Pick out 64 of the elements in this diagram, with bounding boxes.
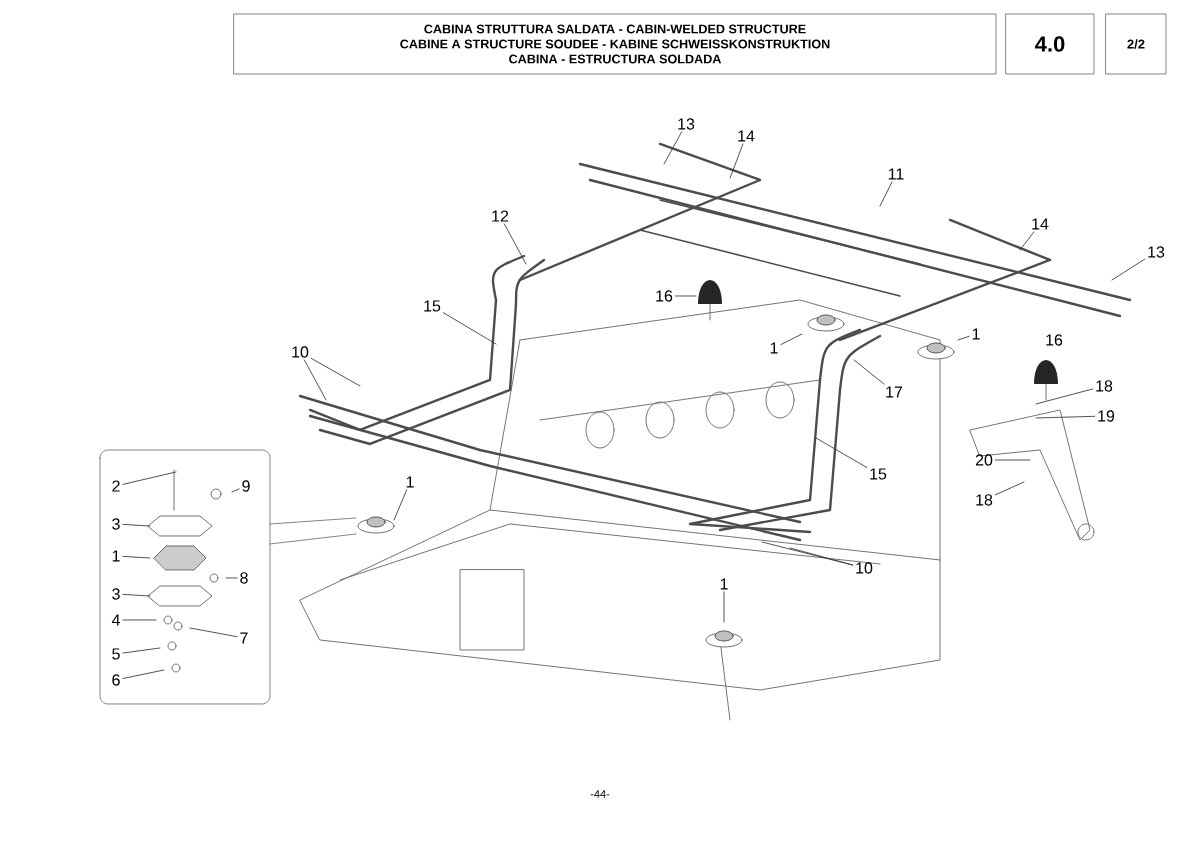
leader-line	[1019, 231, 1035, 251]
callout-number: 19	[1098, 410, 1115, 422]
leader-line	[1035, 415, 1096, 419]
callout-number: 14	[1032, 218, 1049, 230]
leader-line	[393, 489, 408, 521]
leader-line	[663, 131, 683, 165]
callout-number: 15	[870, 468, 887, 480]
callout-number: 1	[406, 476, 414, 488]
leader-line	[853, 359, 885, 385]
callout-number: 10	[292, 346, 309, 358]
leader-line	[310, 357, 361, 387]
callout-number: 18	[976, 494, 993, 506]
leader-line	[225, 577, 238, 579]
leader-line	[231, 488, 240, 493]
callout-number: 1	[972, 328, 980, 340]
leader-line	[503, 223, 527, 265]
callout-number: 16	[1046, 334, 1063, 346]
callout-number: 10	[856, 562, 873, 574]
callout-number: 12	[492, 210, 509, 222]
callout-number: 1	[720, 578, 728, 590]
leader-line	[1111, 258, 1146, 281]
leader-line	[442, 312, 497, 345]
callout-number: 6	[112, 674, 120, 686]
leader-line	[1035, 388, 1094, 405]
callout-number: 8	[240, 572, 248, 584]
leader-line	[815, 437, 868, 468]
callout-number: 20	[975, 454, 993, 466]
callout-number: 1	[770, 342, 778, 354]
leader-line	[761, 541, 854, 566]
leader-line	[674, 295, 697, 297]
callout-number: 2	[112, 480, 120, 492]
leader-line	[122, 669, 165, 679]
callout-number: 18	[1096, 380, 1113, 392]
callout-number: 3	[112, 588, 120, 600]
leader-line	[994, 459, 1031, 461]
leader-line	[122, 619, 157, 621]
leader-line	[723, 591, 725, 623]
callout-number: 17	[886, 386, 903, 398]
leader-line	[879, 181, 893, 207]
leader-line	[122, 523, 151, 527]
leader-line	[122, 471, 177, 485]
leader-line	[789, 547, 854, 566]
leader-line	[122, 647, 161, 654]
callout-number: 11	[888, 168, 904, 180]
callout-number: 1	[112, 550, 120, 562]
leader-line	[780, 333, 803, 345]
leader-line	[994, 481, 1025, 496]
leader-line	[957, 335, 970, 341]
callout-number: 14	[738, 130, 755, 142]
callout-number: 13	[1148, 246, 1165, 258]
callout-number: 4	[111, 614, 120, 626]
leader-line	[303, 359, 327, 401]
callout-number: 16	[656, 290, 673, 302]
leader-line	[729, 143, 744, 179]
leader-line	[122, 555, 151, 559]
leader-line	[122, 593, 151, 597]
callout-number: 13	[678, 118, 695, 130]
callout-number: 5	[112, 648, 120, 660]
callout-number: 3	[112, 518, 120, 530]
callout-number: 15	[424, 300, 441, 312]
title-box: 4.0	[1005, 13, 1095, 75]
leader-line	[189, 627, 238, 638]
callout-number: 9	[242, 480, 250, 492]
callout-number: 7	[240, 632, 248, 644]
